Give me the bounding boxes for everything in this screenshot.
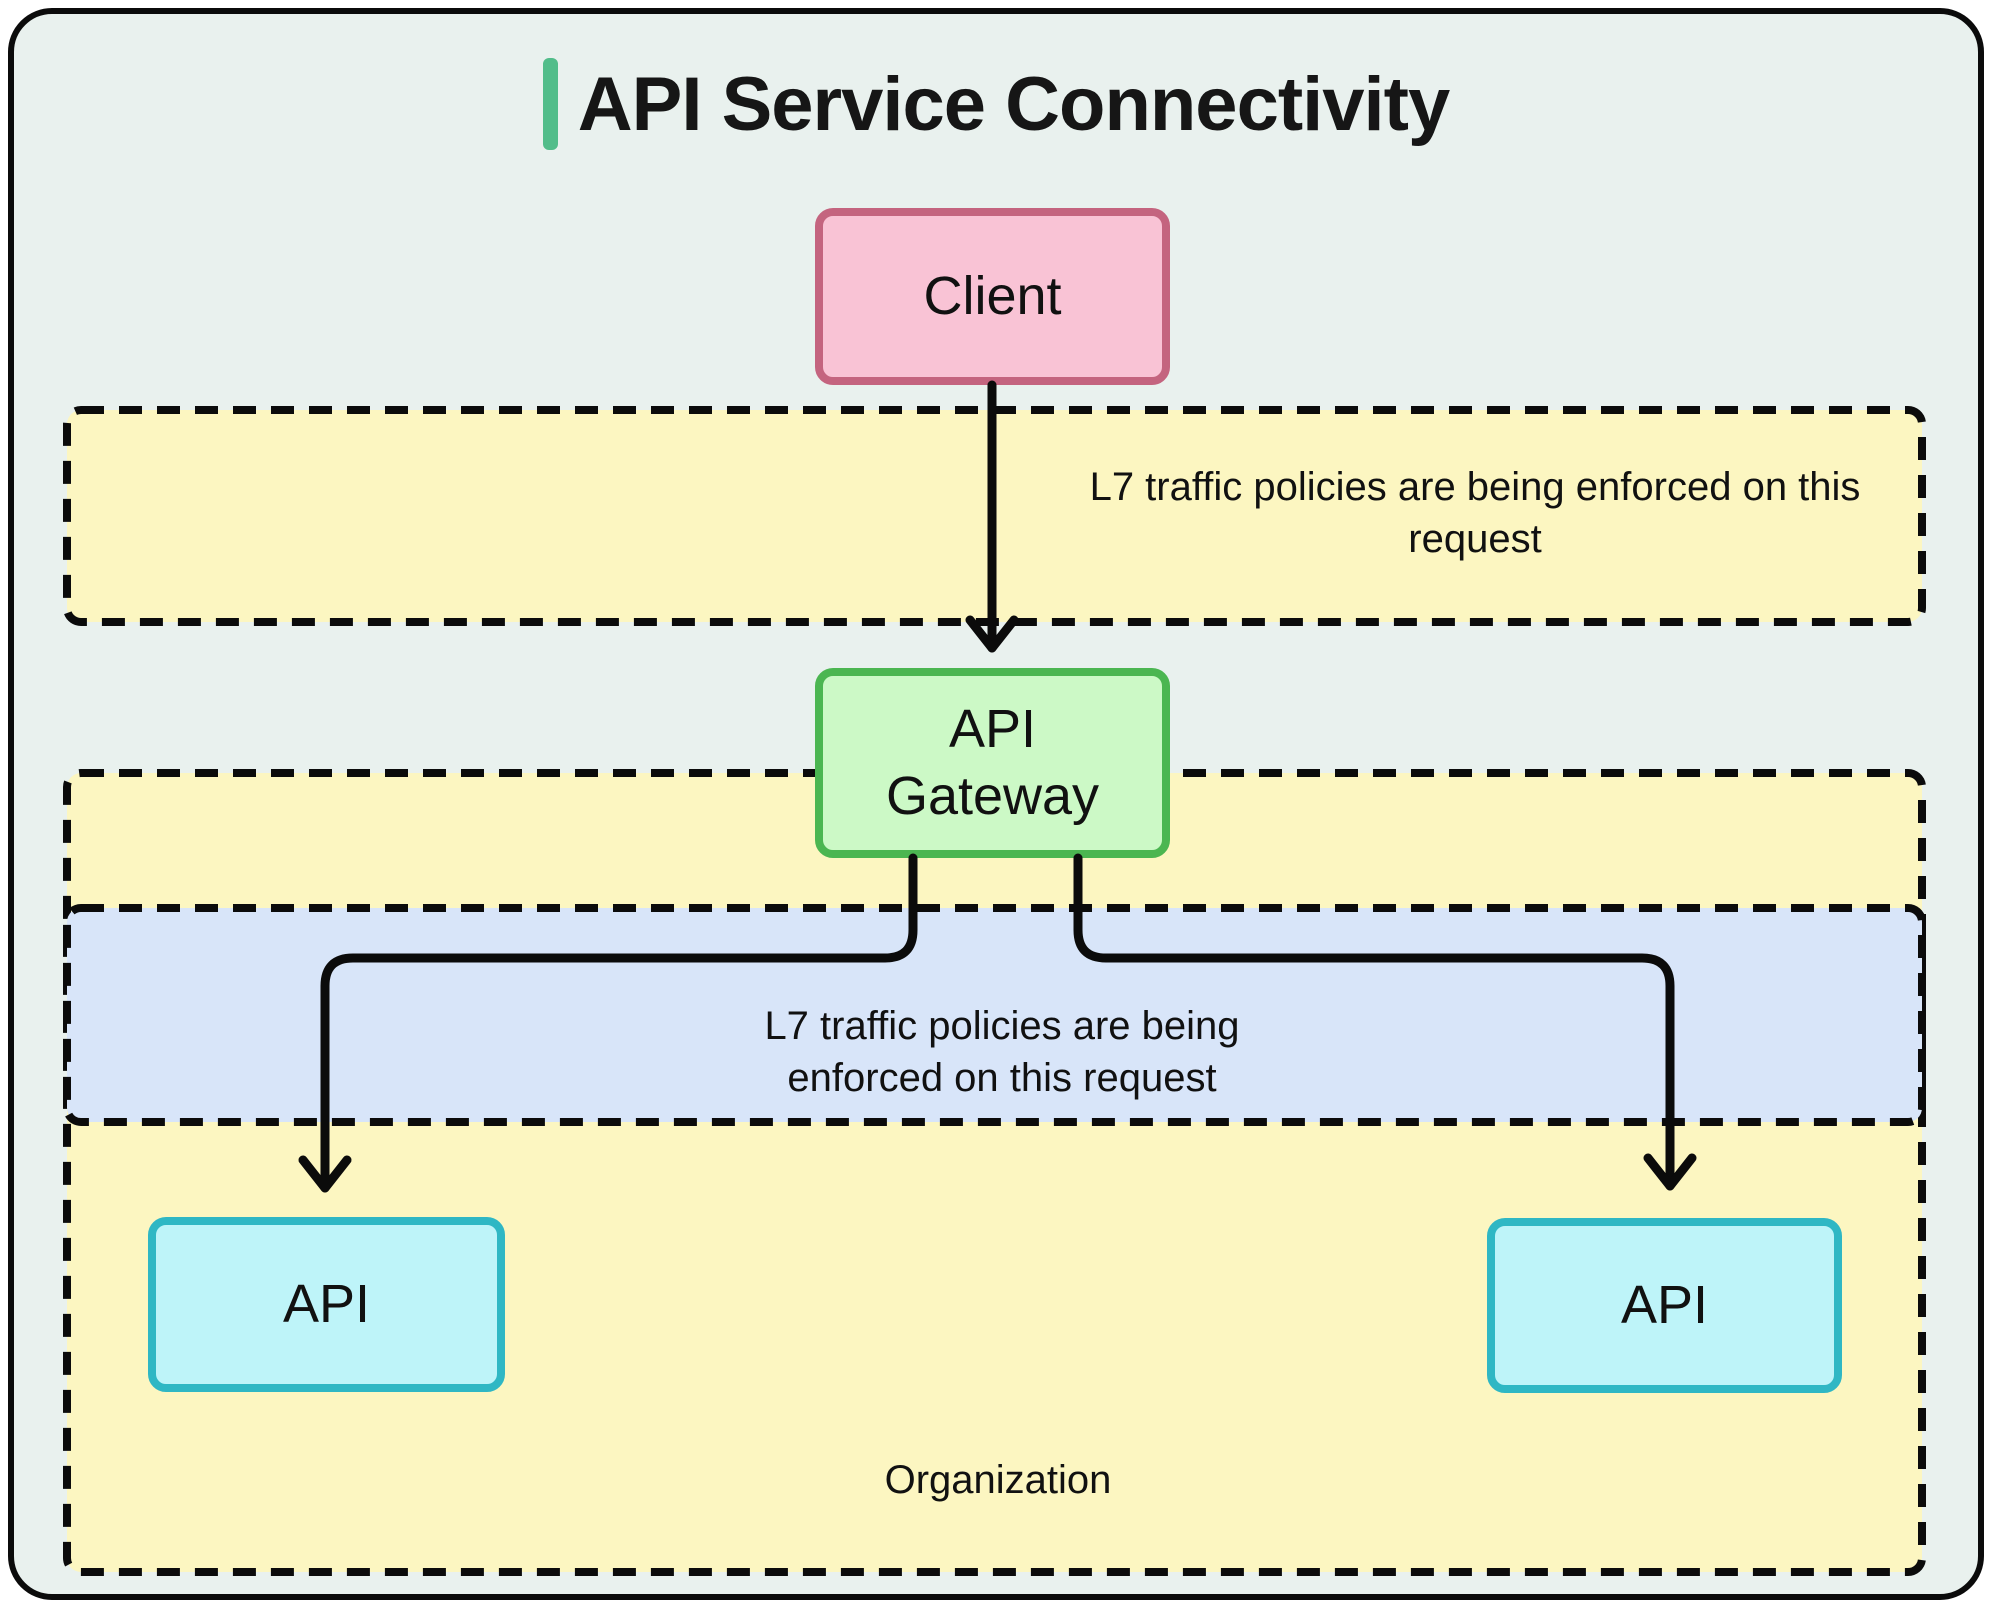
title-row: API Service Connectivity (0, 58, 1992, 150)
node-api-left: API (148, 1217, 505, 1392)
node-api-right: API (1487, 1218, 1842, 1393)
node-client: Client (815, 208, 1170, 385)
policy-note-middle: L7 traffic policies are being enforced o… (764, 1004, 1240, 1100)
node-api-gateway: API Gateway (815, 668, 1170, 858)
page-title: API Service Connectivity (577, 61, 1450, 147)
organization-label: Organization (884, 1458, 1112, 1502)
title-accent-bar (542, 58, 558, 150)
policy-note-top: L7 traffic policies are being enforced o… (1089, 465, 1861, 561)
